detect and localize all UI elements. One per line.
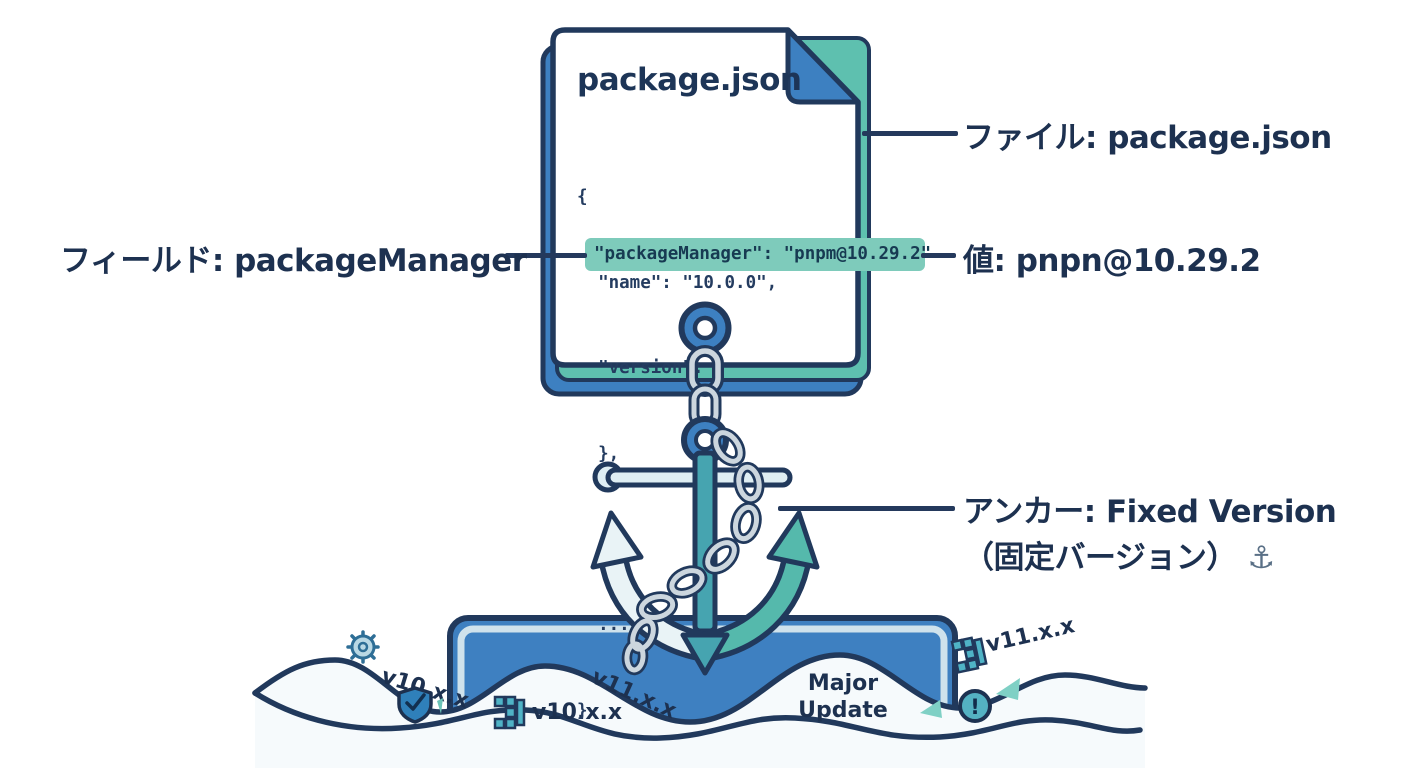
code-line: { bbox=[577, 187, 588, 207]
grid-icon-right bbox=[950, 636, 988, 674]
grid-icon-left bbox=[493, 695, 526, 730]
anchor-illustration bbox=[590, 301, 820, 676]
connector-field bbox=[505, 253, 587, 258]
sea-scene: v10.x.x v10.x.x v11.x.x Major Update v11… bbox=[252, 613, 1148, 768]
version-tag-4: v11.x.x bbox=[984, 613, 1077, 658]
document-paper bbox=[550, 27, 861, 368]
document-fold bbox=[785, 27, 861, 105]
warning-glyph: ! bbox=[970, 695, 980, 719]
anchor-shank bbox=[692, 450, 718, 634]
label-anchor-line2-text: （固定バージョン） bbox=[963, 540, 1237, 576]
connector-file bbox=[862, 131, 958, 136]
label-field: フィールド: packageManager bbox=[60, 243, 527, 279]
label-anchor-line1: アンカー: Fixed Version bbox=[963, 494, 1337, 530]
package-manager-highlight: "packageManager": "pnpm@10.29.2" bbox=[585, 238, 931, 271]
label-value: 値: pnpn@10.29.2 bbox=[963, 243, 1261, 279]
shield-check-icon bbox=[397, 686, 443, 724]
wrapped-chain bbox=[621, 427, 765, 676]
chain-top-ring bbox=[678, 301, 732, 355]
label-file: ファイル: package.json bbox=[963, 120, 1332, 156]
code-line: }, bbox=[577, 443, 620, 464]
gear-icon bbox=[346, 630, 380, 664]
document-title: package.json bbox=[577, 62, 802, 98]
version-tag-2: v10.x.x bbox=[532, 700, 622, 725]
major-update-line1: Major bbox=[808, 671, 878, 696]
code-line: ... bbox=[577, 615, 630, 635]
anchor-emoji-icon: ⚓ bbox=[1247, 540, 1275, 576]
connector-value bbox=[921, 253, 956, 258]
package-json-document bbox=[540, 27, 871, 397]
major-update-line2: Update bbox=[798, 698, 888, 723]
connector-anchor bbox=[778, 506, 955, 511]
warning-icon: ! bbox=[920, 678, 1020, 723]
code-line: } bbox=[577, 700, 588, 721]
code-line: "name": "10.0.0", bbox=[577, 272, 778, 293]
label-anchor-line2: （固定バージョン） ⚓ bbox=[963, 532, 1275, 577]
chain-links bbox=[686, 345, 724, 431]
